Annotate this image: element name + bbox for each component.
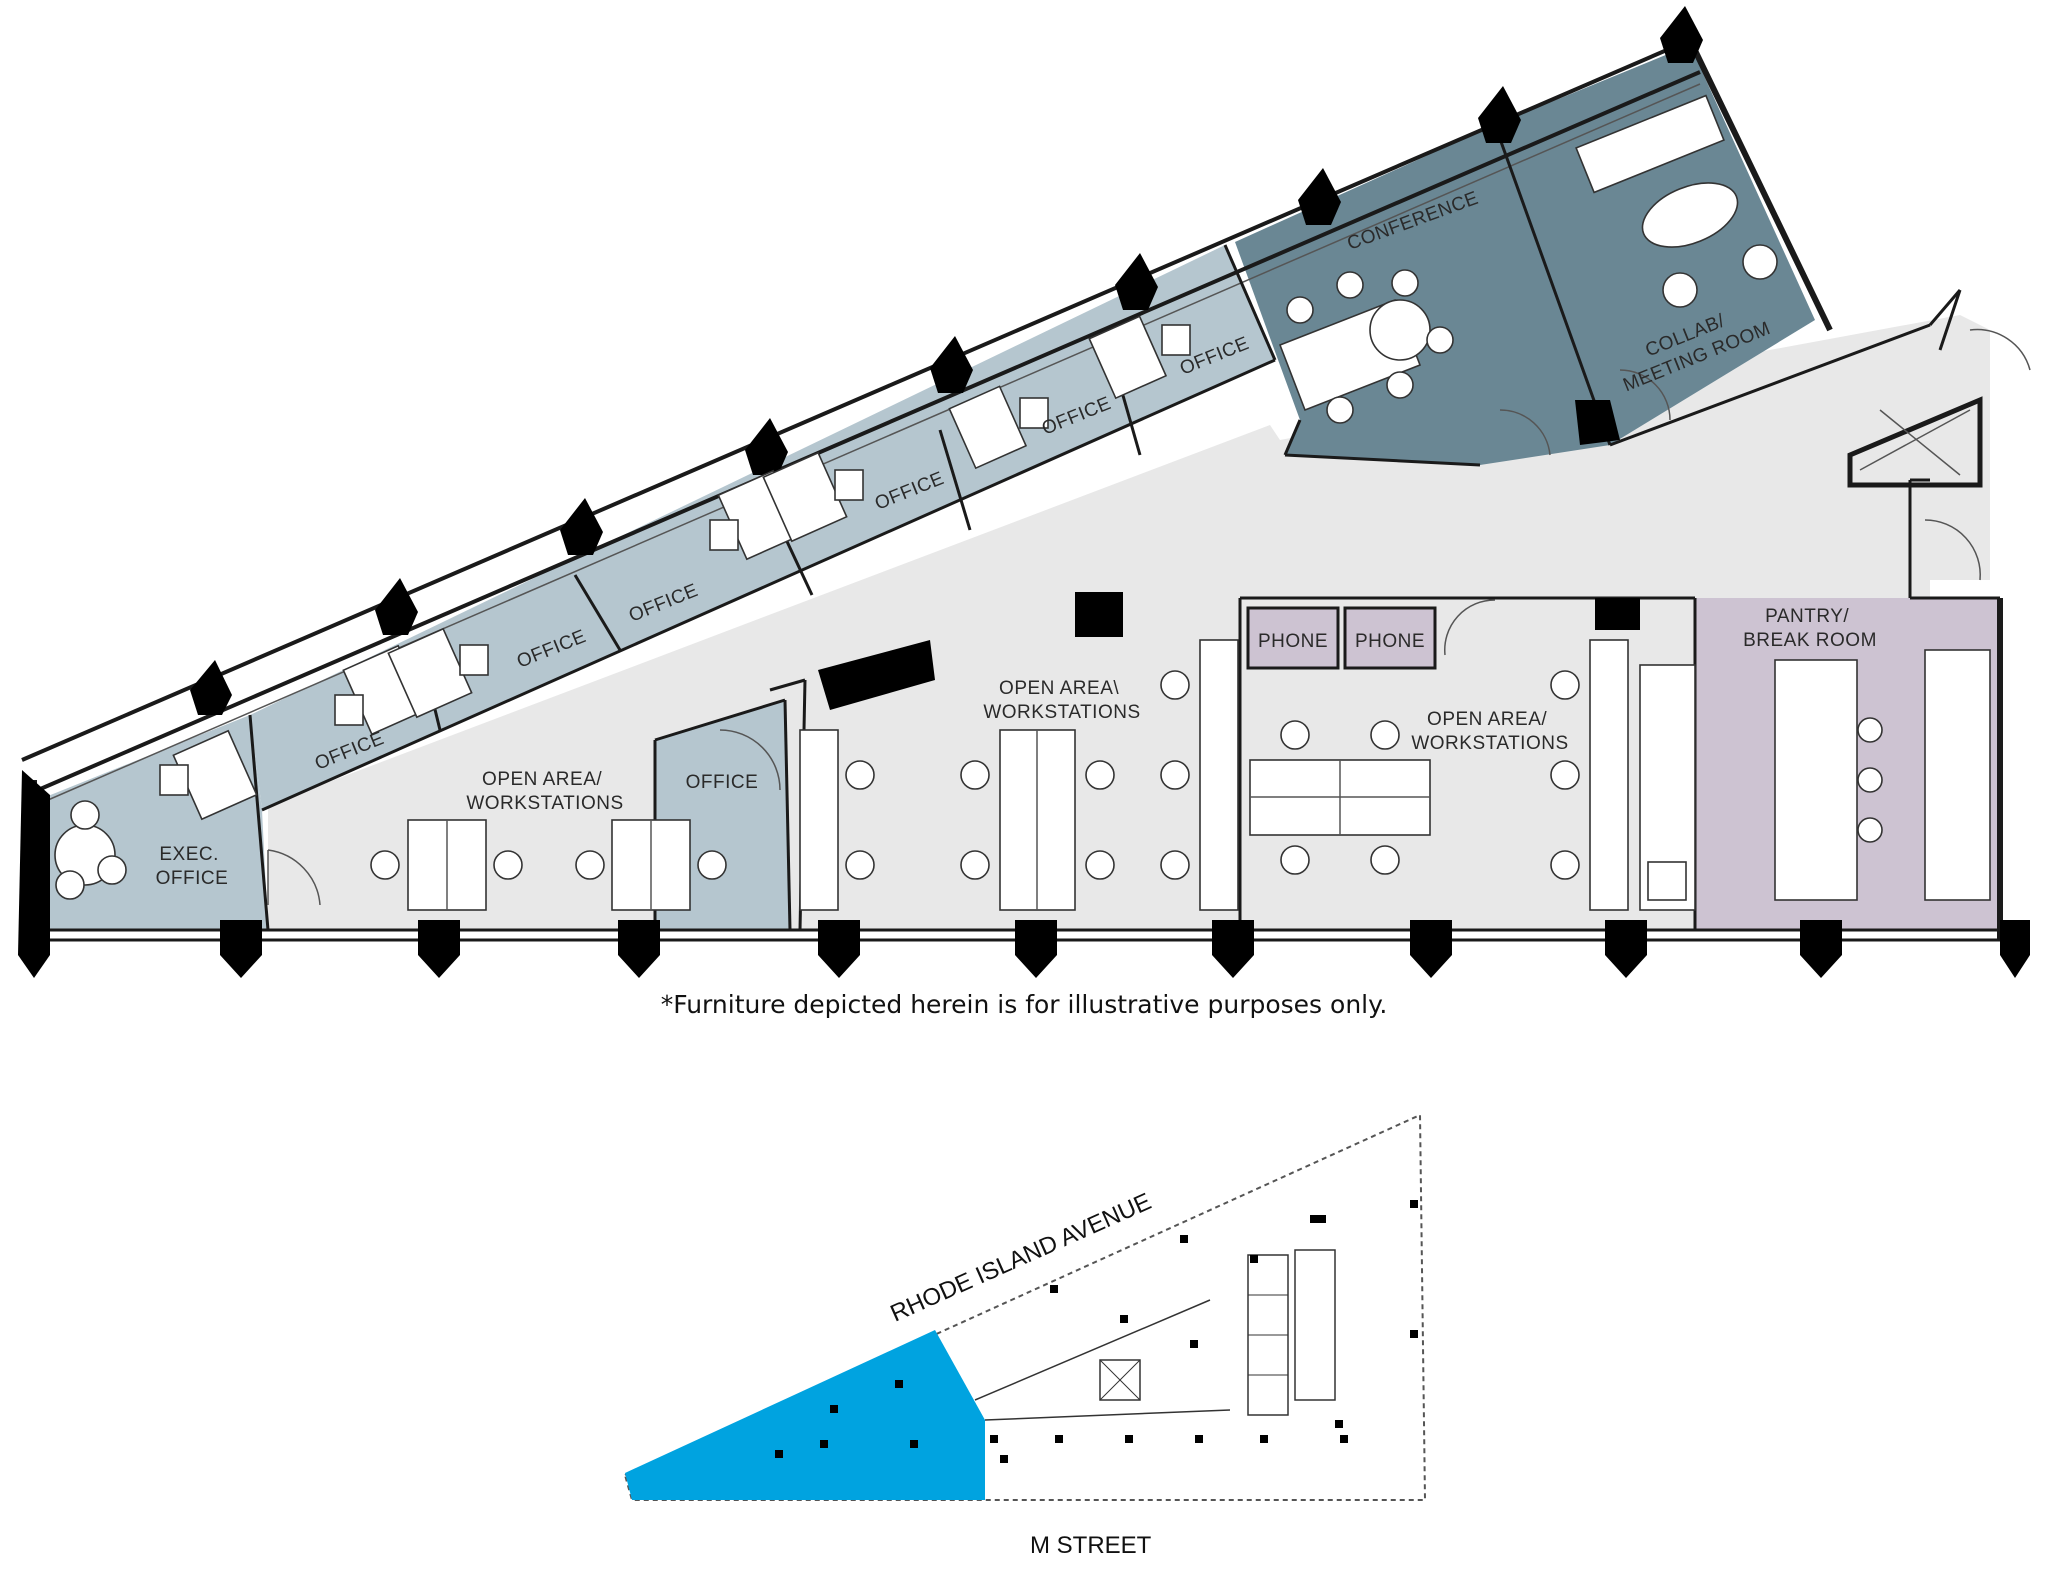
- label-phone-1: PHONE: [1258, 631, 1328, 652]
- open-area-3-line-2: WORKSTATIONS: [1411, 733, 1568, 754]
- label-open-area-3: OPEN AREA/ WORKSTATIONS: [1411, 709, 1568, 754]
- key-plan-highlight: [625, 1330, 985, 1500]
- key-plan: RHODE ISLAND AVENUE: [623, 1113, 1427, 1501]
- open-area-2-line-2: WORKSTATIONS: [983, 702, 1140, 723]
- collab-furniture: [1575, 94, 1778, 308]
- workstations-1: [370, 819, 727, 911]
- label-open-area-1: OPEN AREA/ WORKSTATIONS: [466, 769, 623, 814]
- office-desks: [334, 315, 1191, 736]
- label-exec-office: EXEC. OFFICE: [156, 844, 229, 889]
- exec-office-line-2: OFFICE: [156, 868, 229, 889]
- pantry-line-2: BREAK ROOM: [1743, 630, 1877, 651]
- key-plan-street-south: M STREET: [1030, 1532, 1152, 1559]
- workstations-2: [799, 639, 1239, 911]
- workstations-3: [1249, 639, 1629, 911]
- phone-room-1: [1246, 606, 1340, 670]
- open-area-1-line-1: OPEN AREA/: [482, 769, 602, 790]
- phone-room-2: [1343, 606, 1437, 670]
- pantry-line-1: PANTRY/: [1765, 606, 1849, 627]
- open-area-1-line-2: WORKSTATIONS: [466, 793, 623, 814]
- label-open-area-2: OPEN AREA\ WORKSTATIONS: [983, 678, 1140, 723]
- open-area-2-line-1: OPEN AREA\: [999, 678, 1119, 699]
- label-inner-office: OFFICE: [686, 772, 759, 793]
- conference-table: [1278, 269, 1454, 424]
- label-phone-2: PHONE: [1355, 631, 1425, 652]
- column-markers: [18, 6, 2030, 978]
- exec-office-line-1: EXEC.: [159, 844, 219, 865]
- label-pantry: PANTRY/ BREAK ROOM: [1743, 606, 1877, 651]
- furniture-disclaimer: *Furniture depicted herein is for illust…: [660, 990, 1388, 1019]
- exec-round-table: [54, 800, 127, 900]
- pantry-furniture: [1639, 649, 1991, 911]
- exec-desk: [159, 729, 258, 821]
- open-area-3-line-1: OPEN AREA/: [1427, 709, 1547, 730]
